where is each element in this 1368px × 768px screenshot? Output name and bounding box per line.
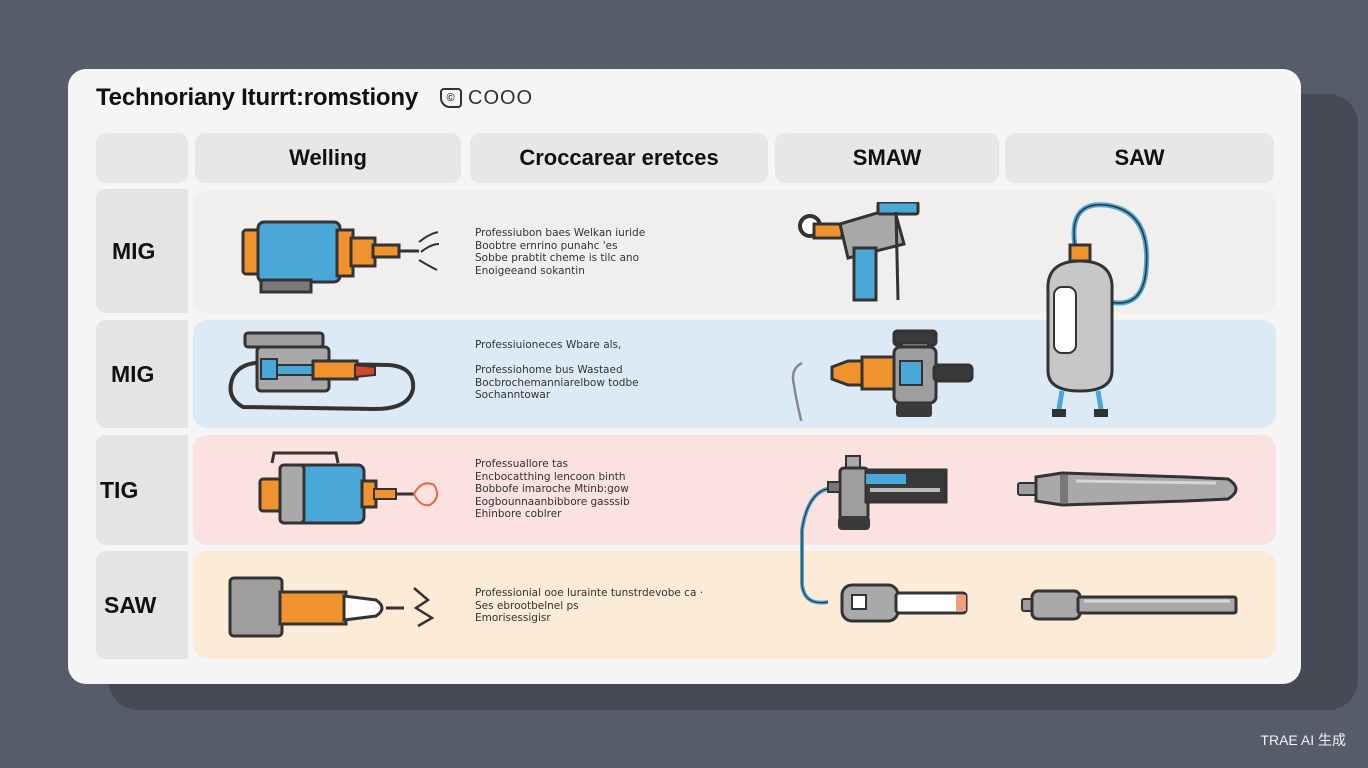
tig-welder-icon [258, 451, 439, 525]
arc-torch-icon [800, 455, 948, 605]
title-badge[interactable]: © COOO [440, 87, 533, 110]
row-4-description: Professionial ooe lurainte tunstrdevobe … [475, 587, 704, 624]
page-title: Technoriany Iturrt:romstiony [96, 84, 418, 111]
header-welling: Welling [195, 133, 461, 183]
row-label-saw: SAW [96, 551, 188, 659]
row-2-description: Professiuioneces Wbare als, Professiohom… [475, 339, 639, 401]
row-label-tig: TIG [96, 435, 188, 545]
row-label-mig-1: MIG [96, 189, 188, 313]
clipboard-icon: © [440, 88, 462, 108]
mig-welder-icon [241, 220, 440, 294]
row-1-description: Professiubon baes Welkan iuride Boobtre … [475, 227, 646, 277]
watermark: TRAE AI 生成 [1260, 732, 1346, 748]
electrode-holder-icon [228, 576, 435, 638]
gouging-rod-icon [1017, 471, 1238, 507]
torch-icon [791, 329, 974, 421]
gas-cylinder-icon [1046, 202, 1150, 417]
header-saw: SAW [1005, 133, 1274, 183]
row-label-mig-2: MIG [96, 320, 188, 428]
tig-inverter-icon [228, 331, 416, 412]
saw-rod-icon [1021, 589, 1238, 621]
badge-text: COOO [468, 86, 534, 109]
header-corner [96, 133, 188, 183]
title-row: Technoriany Iturrt:romstiony © COOO [96, 84, 533, 111]
header-smaw: SMAW [775, 133, 999, 183]
welding-gun-icon [798, 202, 920, 302]
stinger-icon [840, 583, 968, 623]
row-3-description: Professuallore tas Encbocatthing lencoon… [475, 458, 630, 520]
header-characteristics: Croccarear eretces [470, 133, 768, 183]
comparison-card: Technoriany Iturrt:romstiony © COOO Well… [68, 69, 1301, 684]
